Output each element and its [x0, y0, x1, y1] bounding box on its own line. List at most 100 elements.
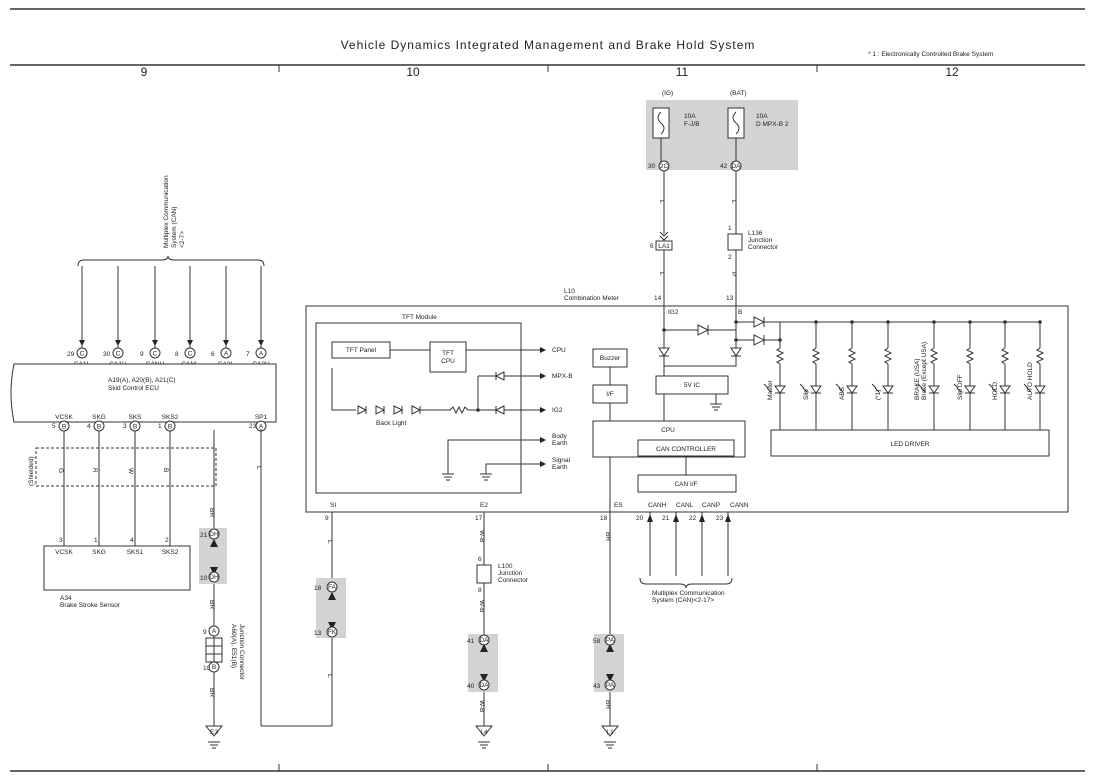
connector-letter: C	[153, 351, 158, 358]
connector-pin	[604, 679, 616, 691]
svg-text:DA: DA	[479, 637, 489, 644]
led-icon	[393, 405, 404, 415]
svg-text:41: 41	[467, 638, 475, 645]
resistor-icon	[775, 347, 785, 365]
svg-text:Earth: Earth	[552, 440, 568, 447]
svg-text:Connector: Connector	[498, 577, 529, 584]
svg-text:Skid Control ECU: Skid Control ECU	[108, 385, 159, 392]
led-driver	[770, 429, 1050, 457]
pin-number: 4	[87, 423, 91, 430]
indicator-label: BRAKE (USA)	[914, 358, 921, 400]
diagram-title: Vehicle Dynamics Integrated Management a…	[341, 38, 756, 52]
svg-text:A60(A), E51(B): A60(A), E51(B)	[230, 624, 237, 668]
svg-text:L: L	[255, 466, 262, 470]
junction-connector-l100	[476, 564, 492, 584]
svg-text:W-B: W-B	[478, 600, 485, 613]
ecu-terminal-label: SKS	[128, 414, 142, 421]
svg-text:10A: 10A	[756, 113, 768, 120]
svg-text:CANP: CANP	[702, 502, 720, 509]
svg-text:1: 1	[728, 225, 732, 232]
ground-icon	[600, 725, 620, 737]
svg-text:BR: BR	[604, 700, 611, 709]
svg-text:18: 18	[314, 585, 322, 592]
connector-letter: C	[188, 351, 193, 358]
connector-letter: B	[62, 424, 66, 431]
connector-pin	[208, 661, 220, 673]
svg-text:System (CAN): System (CAN)	[171, 206, 178, 248]
svg-text:W-B: W-B	[478, 530, 485, 543]
connector-pin	[478, 679, 490, 691]
svg-text:MPX-B: MPX-B	[552, 373, 573, 380]
pin-number: 6	[211, 351, 215, 358]
svg-text:PA: PA	[606, 637, 615, 644]
pin-number: 30	[103, 351, 111, 358]
svg-text:21: 21	[200, 532, 208, 539]
connector-letter: B	[168, 424, 172, 431]
svg-text:BR: BR	[208, 508, 215, 517]
ecu-terminal-label: SKG	[92, 414, 106, 421]
svg-text:DA: DA	[479, 682, 489, 689]
connector-pin	[76, 347, 88, 359]
svg-text:Brake Stroke Sensor: Brake Stroke Sensor	[60, 602, 121, 609]
svg-text:IG2: IG2	[552, 407, 563, 414]
svg-text:2: 2	[728, 254, 732, 261]
ecu-terminal-label: SKS2	[162, 414, 179, 421]
svg-text:13: 13	[726, 295, 734, 302]
svg-text:R: R	[91, 468, 98, 473]
sensor-terminal-label: VCSK	[55, 549, 73, 556]
fuse-ig: (IG) 10A F-J/B 30 2C	[646, 90, 726, 172]
column-number: 11	[676, 65, 689, 79]
svg-text:43: 43	[593, 683, 601, 690]
connector-letter: C	[116, 351, 121, 358]
svg-text:L100: L100	[498, 563, 513, 570]
arrow-icon	[540, 373, 546, 379]
svg-text:9: 9	[325, 515, 329, 522]
connector-pin	[149, 347, 161, 359]
arrow-icon	[540, 407, 546, 413]
svg-text:10: 10	[203, 665, 211, 672]
connector-pin	[255, 347, 267, 359]
svg-text:DH: DH	[209, 574, 219, 581]
svg-text:G: G	[57, 468, 64, 473]
svg-text:BR: BR	[604, 532, 611, 541]
connector-letter: A	[224, 351, 229, 358]
svg-text:CPU: CPU	[441, 358, 455, 365]
arrow-icon	[540, 437, 546, 443]
svg-text:LED DRIVER: LED DRIVER	[890, 441, 929, 448]
svg-text:E2: E2	[480, 502, 488, 509]
tft-module: TFT Module TFT Panel TFT CPU CPU Back Li…	[315, 314, 573, 494]
svg-text:L1: L1	[606, 729, 614, 736]
svg-text:I/F: I/F	[606, 391, 614, 398]
svg-text:F-J/B: F-J/B	[684, 121, 700, 128]
pin-number: 3	[59, 537, 63, 544]
multiplex-top-label: Multiplex Communication	[163, 175, 170, 248]
svg-text:10A: 10A	[684, 113, 696, 120]
tft-cpu	[429, 341, 467, 373]
svg-text:A34: A34	[60, 595, 72, 602]
pin-number: 23	[249, 423, 257, 430]
resistor-icon	[883, 347, 893, 365]
svg-text:CANN: CANN	[730, 502, 749, 509]
ground-icon	[474, 725, 494, 737]
sensor-terminal-label: SKG	[92, 549, 106, 556]
indicator-label: Brake (Except USA)	[921, 342, 928, 400]
multiplex-bottom-label: Multiplex Communication	[652, 590, 725, 597]
indicator-label: Slip	[803, 389, 810, 400]
svg-text:W: W	[127, 468, 134, 475]
sensor-terminal-label: SKS1	[127, 549, 144, 556]
pin-number: 7	[246, 351, 250, 358]
svg-text:SI: SI	[330, 502, 336, 509]
svg-text:Combination Meter: Combination Meter	[564, 295, 620, 302]
arrow-icon	[540, 347, 546, 353]
svg-text:21: 21	[662, 515, 670, 522]
connector-pin	[208, 625, 220, 637]
svg-text:PA: PA	[606, 682, 615, 689]
svg-text:Body: Body	[552, 433, 568, 440]
svg-text:Junction: Junction	[748, 237, 773, 244]
fuse-icon	[732, 111, 740, 135]
ground-icon	[478, 741, 490, 749]
shielded-bundle	[35, 447, 217, 487]
indicator-label: (*1)	[875, 390, 882, 400]
